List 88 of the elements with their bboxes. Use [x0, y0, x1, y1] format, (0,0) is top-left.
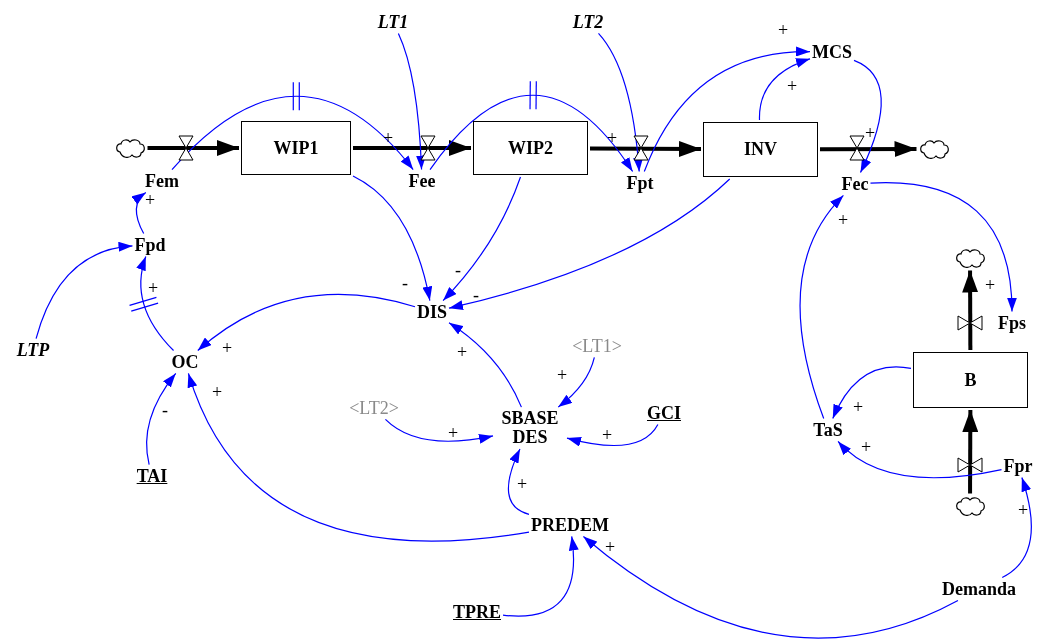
stock-box: WIP1 [241, 121, 351, 175]
variable-label: OC [171, 352, 199, 372]
link-arrow [869, 182, 1017, 313]
link-arrow [429, 94, 634, 173]
polarity-sign: + [777, 21, 789, 39]
link-arrow [582, 535, 959, 639]
link-arrow [799, 194, 844, 420]
variable-label: LT1 [377, 12, 409, 32]
polarity-sign: + [864, 124, 876, 142]
variable-label: TPRE [453, 602, 501, 622]
flow-pipe [820, 141, 917, 158]
variable-label: TaS [813, 420, 843, 440]
link-arrow [448, 322, 522, 408]
variable-label: Fec [841, 174, 869, 194]
polarity-sign: + [147, 279, 159, 297]
polarity-sign: + [1017, 501, 1029, 519]
link-arrow [397, 32, 426, 171]
polarity-sign: + [786, 77, 798, 95]
link-arrow [643, 47, 811, 173]
link-arrow [557, 356, 595, 408]
polarity-sign: + [984, 276, 996, 294]
polarity-sign: + [852, 398, 864, 416]
link-arrow [35, 242, 134, 340]
variable-label: LT2 [572, 12, 604, 32]
link-arrow [502, 535, 579, 617]
link-arrow [507, 448, 530, 515]
polarity-sign: + [382, 129, 394, 147]
polarity-sign: + [516, 475, 528, 493]
variable-label: Fps [998, 313, 1026, 333]
link-arrow [197, 293, 416, 352]
polarity-sign: - [402, 274, 408, 292]
variable-label: Fem [145, 171, 179, 191]
link-arrow [442, 176, 522, 302]
polarity-sign: - [455, 261, 461, 279]
cloud-icon [114, 137, 146, 159]
link-arrow [146, 372, 177, 466]
link-arrow [171, 95, 414, 171]
flow-pipe [962, 270, 979, 350]
variable-label: Fpr [1003, 456, 1033, 476]
cloud-icon [954, 495, 986, 517]
variable-label: PREDEM [531, 515, 609, 535]
stock-box: WIP2 [473, 121, 588, 175]
polarity-sign: + [604, 538, 616, 556]
stock-box: B [913, 352, 1028, 408]
cloud-icon [954, 247, 986, 269]
variable-label: DIS [417, 302, 447, 322]
link-arrow [837, 440, 1003, 479]
flow-pipe [590, 140, 701, 157]
variable-label: Fpt [626, 173, 654, 193]
polarity-sign: + [144, 191, 156, 209]
polarity-sign: - [162, 401, 168, 419]
link-arrow [597, 32, 643, 173]
link-arrow [187, 372, 530, 542]
polarity-sign: + [447, 424, 459, 442]
polarity-sign: + [837, 211, 849, 229]
link-arrow [1001, 476, 1032, 579]
link-arrow [136, 255, 175, 352]
polarity-sign: + [211, 383, 223, 401]
polarity-sign: + [860, 438, 872, 456]
link-arrow [448, 178, 731, 310]
link-arrow [832, 366, 912, 420]
link-arrow [853, 59, 882, 174]
link-arrow [352, 175, 432, 302]
link-arrow [131, 191, 147, 235]
link-arrow [566, 423, 659, 447]
polarity-sign: + [456, 343, 468, 361]
polarity-sign: + [221, 339, 233, 357]
polarity-sign: - [473, 286, 479, 304]
variable-label: <LT2> [349, 398, 399, 418]
polarity-sign: + [606, 129, 618, 147]
link-arrow [758, 58, 811, 121]
polarity-sign: + [601, 426, 613, 444]
variable-label: SBASE DES [495, 409, 565, 447]
flow-pipe [962, 410, 979, 494]
variable-label: TAI [136, 466, 168, 486]
cloud-icon [918, 138, 950, 160]
variable-label: <LT1> [572, 336, 622, 356]
variable-label: GCI [647, 403, 681, 423]
variable-label: Demanda [942, 579, 1016, 599]
variable-label: Fee [408, 171, 436, 191]
variable-label: LTP [16, 340, 50, 360]
variable-label: MCS [812, 42, 852, 62]
flow-pipe [147, 140, 239, 156]
link-arrow [384, 418, 494, 444]
flow-pipe [353, 140, 471, 156]
stock-box: INV [703, 122, 818, 177]
polarity-sign: + [556, 366, 568, 384]
variable-label: Fpd [134, 235, 166, 255]
